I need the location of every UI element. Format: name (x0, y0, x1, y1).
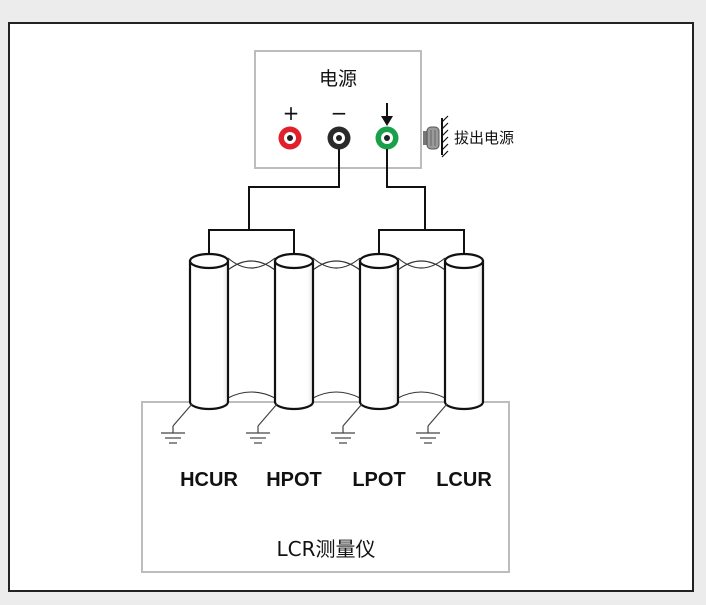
lcr-meter-box (141, 401, 510, 573)
plus-sign: + (283, 101, 300, 125)
ground-icon-hcur (161, 403, 193, 444)
cable-shield-links (227, 257, 446, 399)
ground-icon-hpot (246, 403, 278, 444)
terminal-label-lpot: LPOT (352, 469, 405, 491)
arrow-down-icon (381, 103, 393, 126)
terminal-label-lcur: LCUR (436, 469, 492, 491)
ground-terminal (375, 126, 399, 150)
ground-icon-lpot (331, 403, 363, 444)
coax-cable-hcur (188, 252, 230, 411)
minus-sign: − (331, 101, 348, 125)
power-plug-icon (423, 126, 440, 150)
coax-cable-hpot (273, 252, 315, 411)
coax-cable-lpot (358, 252, 400, 411)
connection-wires (208, 149, 465, 256)
terminal-label-hpot: HPOT (266, 469, 322, 491)
minus-terminal (327, 126, 351, 150)
power-source-box (254, 50, 422, 169)
lcr-meter-title: LCR测量仪 (276, 537, 375, 561)
power-source-title: 电源 (319, 68, 357, 90)
unplug-label: 拔出电源 (454, 129, 514, 147)
coax-cable-lcur (443, 252, 485, 411)
plus-terminal (278, 126, 302, 150)
wall-hatch-icon (441, 115, 449, 158)
ground-icon-lcur (416, 403, 448, 444)
terminal-label-hcur: HCUR (180, 469, 238, 491)
